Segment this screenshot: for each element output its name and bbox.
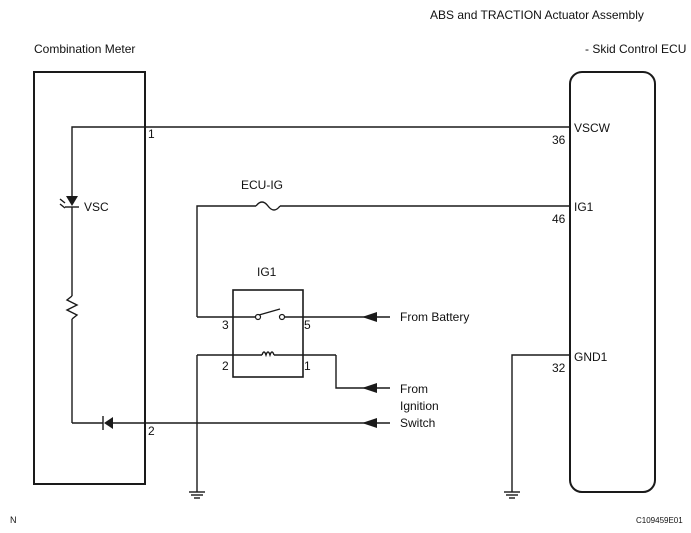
combination-meter-box: [33, 71, 146, 485]
relay-ground: [189, 355, 205, 499]
from-label: From: [400, 382, 428, 396]
ecu-title-line1: ABS and TRACTION Actuator Assembly: [430, 8, 644, 22]
meter-pin-1: 1: [148, 127, 155, 141]
relay-pin-2: 2: [222, 359, 229, 373]
pin-46: 46: [552, 212, 566, 226]
fuse-label: ECU-IG: [241, 178, 283, 192]
fuse-icon: [255, 201, 281, 211]
footer-left: N: [10, 515, 17, 525]
meter-title: Combination Meter: [34, 42, 135, 56]
pin-36: 36: [552, 133, 566, 147]
relay-pin-1: 1: [304, 359, 311, 373]
terminal-ig1: IG1: [574, 200, 594, 214]
ecu-title-line2: - Skid Control ECU: [585, 42, 686, 56]
switch-label: Switch: [400, 416, 435, 430]
relay-pin-5: 5: [304, 318, 311, 332]
ig1-relay: [197, 289, 390, 389]
diode-icon: [104, 417, 113, 429]
ig1-fuse-circuit: [196, 201, 570, 317]
ignition-label: Ignition: [400, 399, 439, 413]
footer-figure-id: C109459E01: [636, 516, 683, 525]
gnd1-ground: [504, 354, 570, 499]
ignition-arrow-icon: [362, 383, 377, 393]
meter-internal-circuit: [59, 126, 145, 430]
from-battery-label: From Battery: [400, 310, 469, 324]
relay-coil-icon: [261, 351, 275, 358]
battery-arrow-icon: [362, 312, 377, 322]
terminal-vscw: VSCW: [574, 121, 611, 135]
relay-pin-3: 3: [222, 318, 229, 332]
meter-pin-2: 2: [148, 424, 155, 438]
vsc-indicator-label: VSC: [84, 200, 109, 214]
skid-control-ecu-box: [569, 71, 656, 493]
pin-32: 32: [552, 361, 566, 375]
terminal-gnd1: GND1: [574, 350, 608, 364]
vsc-led-icon: [66, 196, 78, 206]
resistor-icon: [65, 295, 79, 320]
relay-label: IG1: [257, 265, 277, 279]
